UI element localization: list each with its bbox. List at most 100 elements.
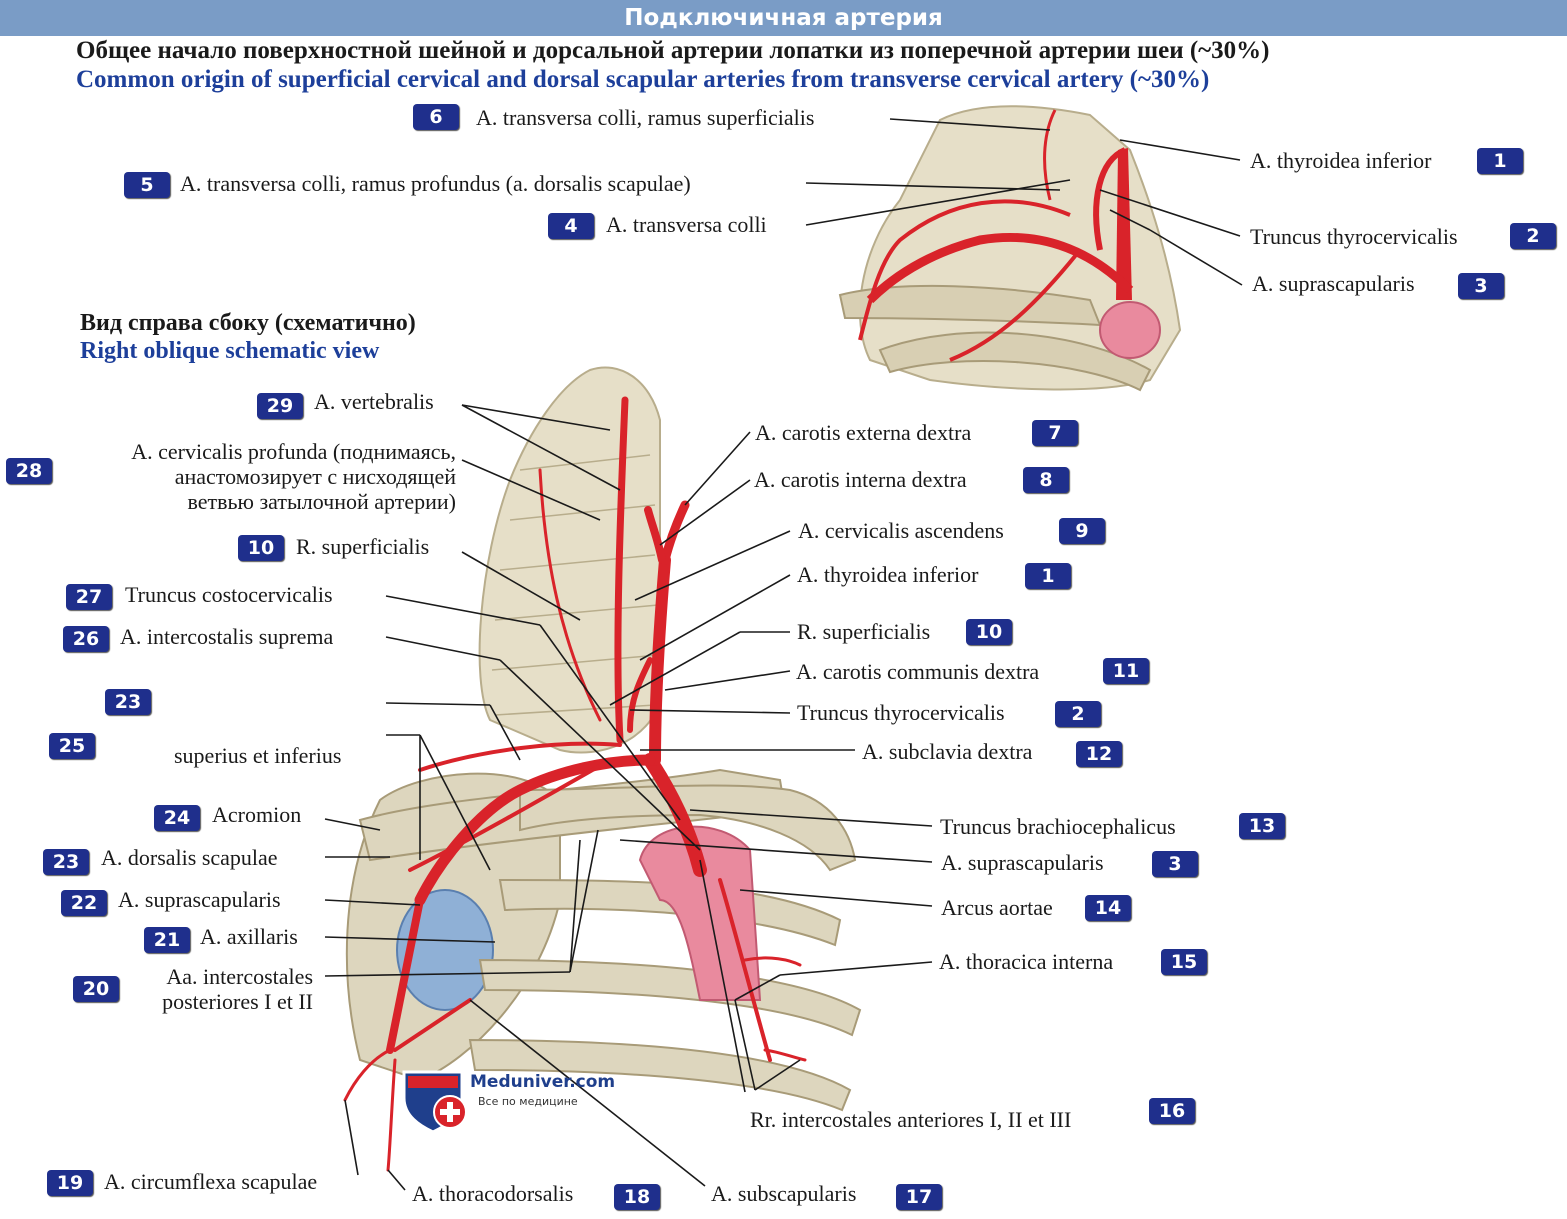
label-thyrocervical: Truncus thyrocervicalis <box>797 700 1005 725</box>
badge-16: 16 <box>1149 1098 1195 1124</box>
badge-inset-4: 4 <box>548 213 594 239</box>
label-internal-thoracic: A. thoracica interna <box>939 949 1114 974</box>
badge-27: 27 <box>66 584 112 610</box>
label-ascending-cervical: A. cervicalis ascendens <box>798 518 1004 543</box>
label-suprascapular-right: A. suprascapularis <box>941 850 1104 875</box>
badge-inset-6: 6 <box>413 104 459 130</box>
label-inset-transverse-colli: A. transversa colli <box>606 212 767 237</box>
label-deep-cervical-3: ветвью затылочной артерии) <box>187 489 456 514</box>
badge-inset-3: 3 <box>1458 273 1504 299</box>
label-posterior-intercostal-2: posteriores I et II <box>162 989 313 1014</box>
main-view-title-ru: Вид справа сбоку (схематично) <box>80 310 416 336</box>
shield-icon <box>402 1070 467 1134</box>
badge-17: 17 <box>896 1184 942 1210</box>
badge-15: 15 <box>1161 949 1207 975</box>
badge-inset-2: 2 <box>1510 223 1556 249</box>
label-external-carotid: A. carotis externa dextra <box>755 420 972 445</box>
inset-suprascapular <box>949 248 1082 362</box>
label-anterior-intercostal: Rr. intercostales anteriores I, II et II… <box>750 1107 1072 1132</box>
badge-22: 22 <box>61 890 107 916</box>
badge-23: 23 <box>43 849 89 875</box>
badge-26: 26 <box>63 626 109 652</box>
inset-illustration <box>838 105 1182 392</box>
label-inset-superficial-branch: A. transversa colli, ramus superficialis <box>476 105 815 130</box>
badge-12: 12 <box>1076 741 1122 767</box>
badge-19: 19 <box>47 1170 93 1196</box>
thyrocervical <box>627 657 653 733</box>
inset-title-en: Common origin of superficial cervical an… <box>76 66 1210 93</box>
label-costocervical: Truncus costocervicalis <box>125 582 333 607</box>
label-thyroid-inferior: A. thyroidea inferior <box>797 562 979 587</box>
label-acromion: Acromion <box>212 802 302 827</box>
badge-inset-5: 5 <box>124 172 170 198</box>
vertebral <box>614 396 629 744</box>
internal-carotid <box>644 506 666 564</box>
badge-14: 14 <box>1085 895 1131 921</box>
label-internal-carotid: A. carotis interna dextra <box>754 467 967 492</box>
label-superficial-branch-left: R. superficialis <box>296 534 430 559</box>
badge-24: 24 <box>154 805 200 831</box>
logo-subtitle: Все по медицине <box>478 1095 578 1108</box>
watermark-logo: Meduniver.com Все по медицине <box>398 1064 628 1134</box>
badge-28: 28 <box>6 458 52 484</box>
badge-2: 2 <box>1055 701 1101 727</box>
badge-23-top: 23 <box>105 689 151 715</box>
label-subclavian: A. subclavia dextra <box>862 739 1033 764</box>
inset-subclavian <box>866 233 1134 304</box>
page-header: Подключичная артерия <box>0 0 1567 36</box>
badge-13: 13 <box>1239 813 1285 839</box>
label-brachiocephalic: Truncus brachiocephalicus <box>940 814 1176 839</box>
ant-intercostal-2 <box>763 1048 807 1062</box>
badge-9: 9 <box>1059 518 1105 544</box>
label-subscapular: A. subscapularis <box>711 1181 857 1206</box>
glenoid-cavity <box>396 889 494 1011</box>
leader-lines <box>324 118 1243 1191</box>
badge-7: 7 <box>1032 420 1078 446</box>
thoracodorsal <box>386 1058 397 1172</box>
label-inset-suprascapular: A. suprascapularis <box>1252 271 1415 296</box>
main-view-title-en: Right oblique schematic view <box>80 338 380 364</box>
badge-11: 11 <box>1103 658 1149 684</box>
inset-carotid <box>1116 148 1132 300</box>
label-suprascapular-left: A. suprascapularis <box>118 887 281 912</box>
external-carotid <box>660 500 690 565</box>
subscapular <box>393 998 472 1052</box>
label-supreme-intercostal: A. intercostalis suprema <box>120 624 334 649</box>
badge-25: 25 <box>49 733 95 759</box>
inset-transverse-colli <box>858 199 1071 341</box>
label-superficial-branch-right: R. superficialis <box>797 619 931 644</box>
label-inset-thyroid-inferior: A. thyroidea inferior <box>1250 148 1432 173</box>
inset-rib <box>878 331 1152 392</box>
aortic-arch <box>638 825 762 1001</box>
transverse-colli <box>418 741 622 772</box>
main-illustration <box>343 366 862 1172</box>
label-aortic-arch: Arcus aortae <box>941 895 1053 920</box>
label-inset-deep-branch: A. transversa colli, ramus profundus (a.… <box>180 171 691 196</box>
logo-title: Meduniver.com <box>470 1072 616 1092</box>
inset-superficial-branch <box>1043 109 1057 201</box>
label-superius-inferius: superius et inferius <box>174 743 342 768</box>
suprascapular <box>408 758 612 872</box>
badge-3: 3 <box>1152 851 1198 877</box>
badge-29: 29 <box>257 393 303 419</box>
rib-1 <box>519 784 857 872</box>
inset-title-ru: Общее начало поверхностной шейной и дорс… <box>76 37 1270 64</box>
label-inset-thyrocervical: Truncus thyrocervicalis <box>1250 224 1458 249</box>
label-thoracodorsal: A. thoracodorsalis <box>412 1181 574 1206</box>
badge-20: 20 <box>73 976 119 1002</box>
badge-inset-1: 1 <box>1477 148 1523 174</box>
label-axillary: A. axillaris <box>200 924 298 949</box>
label-deep-cervical-2: анастомозирует с нисходящей <box>174 464 456 489</box>
inset-aorta <box>1099 301 1161 359</box>
inset-thyroid-inferior <box>1093 147 1127 251</box>
badge-1: 1 <box>1025 563 1071 589</box>
rib-3 <box>478 958 862 1037</box>
badge-8: 8 <box>1023 467 1069 493</box>
label-circumflex-scapular: A. circumflexa scapulae <box>104 1169 318 1194</box>
circumflex-scapular <box>343 1048 392 1102</box>
brachiocephalic-trunk <box>643 753 707 877</box>
label-common-carotid: A. carotis communis dextra <box>796 659 1040 684</box>
label-posterior-intercostal-1: Aa. intercostales <box>166 964 313 989</box>
ant-intercostal-1 <box>743 956 802 967</box>
